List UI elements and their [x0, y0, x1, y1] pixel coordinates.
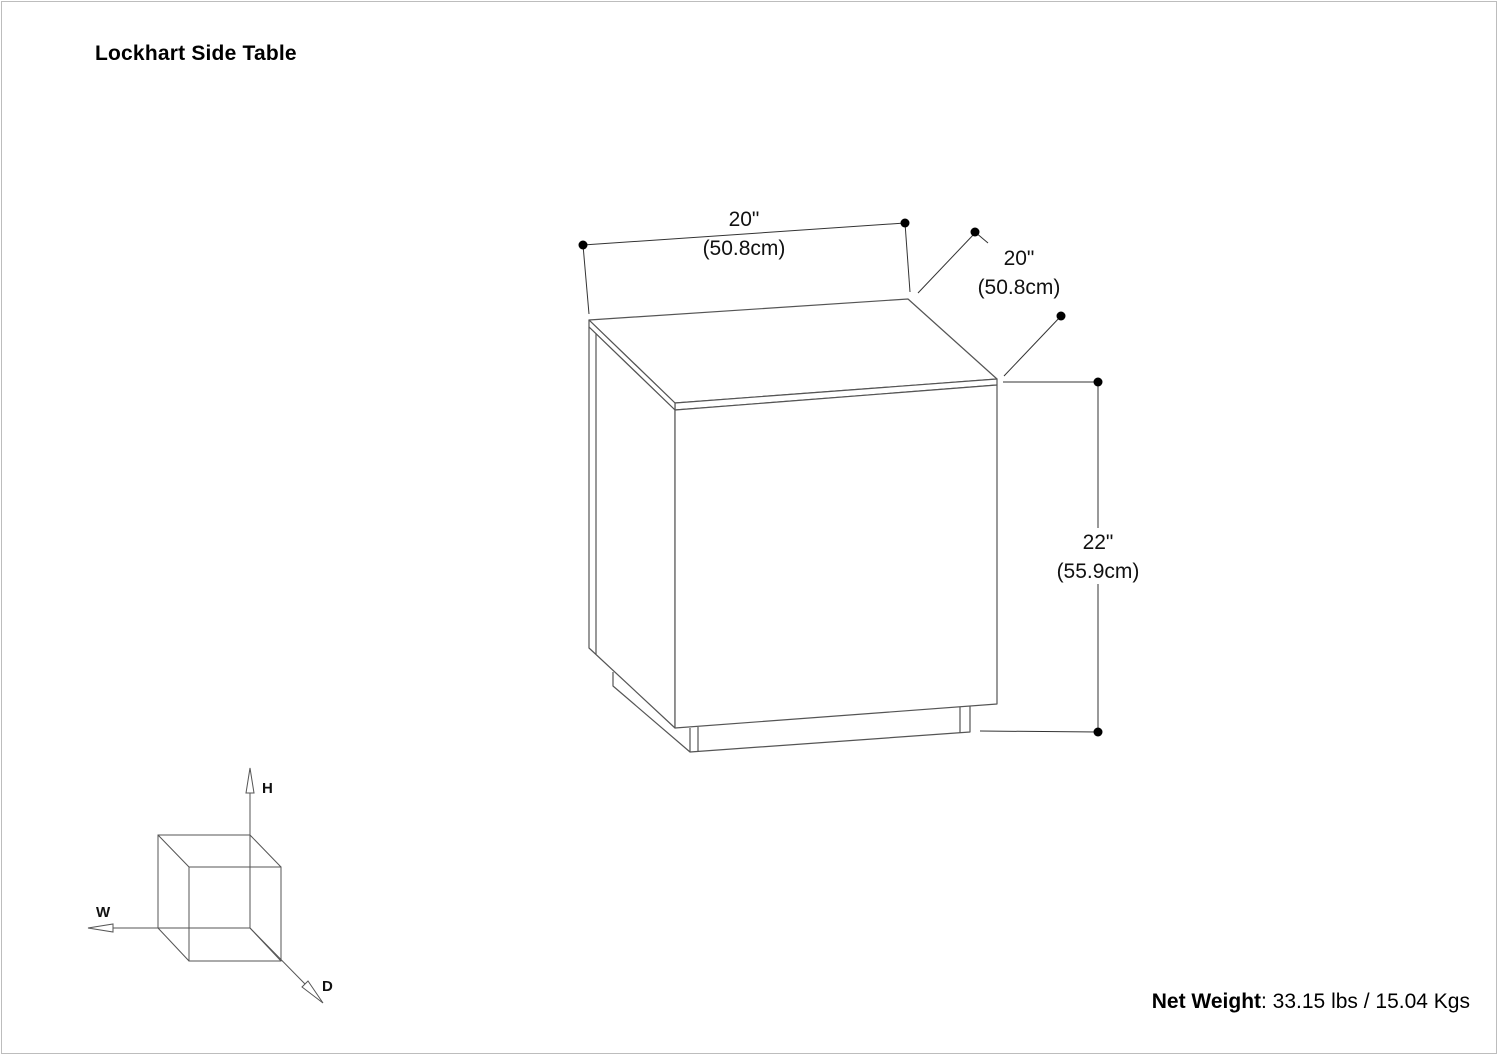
net-weight-label: Net Weight — [1151, 990, 1262, 1013]
endpoint-dot — [1093, 377, 1103, 387]
orientation-cube-icon — [157, 834, 282, 962]
endpoint-dot — [578, 240, 588, 250]
endpoint-dot — [1056, 311, 1066, 321]
depth-inches: 20" — [1004, 247, 1035, 270]
endpoint-dot — [1093, 727, 1103, 737]
dimension-endpoints — [578, 218, 1103, 737]
depth-axis-label: D — [322, 978, 333, 995]
endpoint-dot — [970, 227, 980, 237]
table-front-panel — [674, 384, 998, 729]
page-title: Lockhart Side Table — [95, 42, 297, 65]
height-axis-label: H — [262, 780, 273, 797]
width-cm: (50.8cm) — [703, 237, 786, 260]
depth-axis-arrow — [249, 927, 324, 1004]
height-cm: (55.9cm) — [1057, 560, 1140, 583]
height-axis-arrow — [245, 767, 255, 835]
side-table-drawing — [588, 298, 998, 753]
endpoint-dot — [900, 218, 910, 228]
width-inches: 20" — [729, 208, 760, 231]
net-weight: Net Weight: 33.15 lbs / 15.04 Kgs — [1152, 990, 1470, 1014]
height-inches: 22" — [1083, 531, 1114, 554]
depth-cm: (50.8cm) — [978, 276, 1061, 299]
width-axis-arrow — [87, 923, 158, 933]
width-axis-label: W — [96, 904, 111, 921]
net-weight-value: : 33.15 lbs / 15.04 Kgs — [1261, 990, 1470, 1013]
